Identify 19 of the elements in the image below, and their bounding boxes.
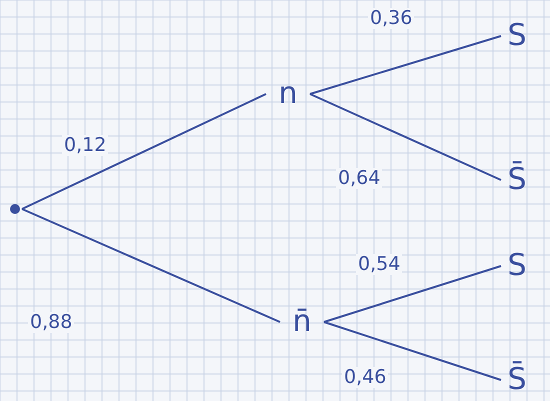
outcome-label: n <box>268 74 308 114</box>
probability-label: 0,88 <box>28 312 74 333</box>
outcome-label: S <box>503 18 531 54</box>
outcome-label: S <box>503 248 531 284</box>
tree-branch <box>324 321 502 381</box>
root-point <box>10 204 20 214</box>
probability-label: 0,54 <box>356 254 402 275</box>
tree-branch <box>324 265 502 323</box>
outcome-label: S̄ <box>503 160 531 200</box>
tree-branch <box>22 208 280 323</box>
tree-branch <box>310 35 502 95</box>
outcome-label: S̄ <box>503 360 531 400</box>
probability-label: 0,46 <box>342 367 388 388</box>
probability-label: 0,36 <box>368 8 414 29</box>
probability-label: 0,12 <box>62 135 108 156</box>
probability-label: 0,64 <box>336 168 382 189</box>
tree-branch <box>310 93 502 181</box>
tree-branch <box>22 93 266 210</box>
outcome-label: n̄ <box>282 300 322 344</box>
